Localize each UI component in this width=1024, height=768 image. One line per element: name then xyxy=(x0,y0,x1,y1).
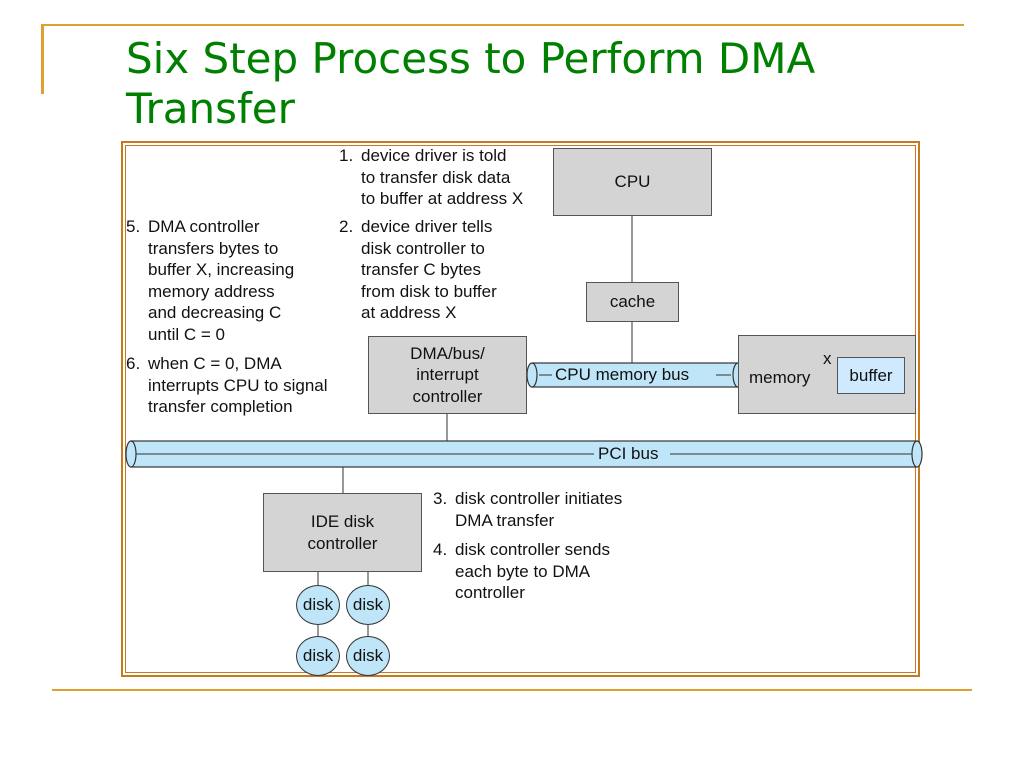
disk-icon: disk xyxy=(346,585,390,625)
ide-controller-box: IDE disk controller xyxy=(263,493,422,572)
disk-icon: disk xyxy=(296,585,340,625)
step-4-text: disk controller sends each byte to DMA c… xyxy=(455,540,610,603)
step-5-text: DMA controller transfers bytes to buffer… xyxy=(148,217,295,344)
cpu-box: CPU xyxy=(553,148,712,216)
step-2-number: 2. xyxy=(339,217,354,236)
cpu-memory-bus xyxy=(526,362,744,388)
step-6-text: when C = 0, DMA interrupts CPU to signal… xyxy=(148,354,328,417)
pci-bus-label: PCI bus xyxy=(598,444,659,463)
memory-box: memory x buffer xyxy=(738,335,916,414)
step-5-number: 5. xyxy=(126,217,141,236)
top-rule xyxy=(44,24,964,26)
buffer-box: buffer xyxy=(837,357,905,394)
pci-bus xyxy=(125,440,923,468)
step-2: 2. device driver tells disk controller t… xyxy=(339,216,497,324)
step-4-number: 4. xyxy=(433,540,448,559)
step-1-text: device driver is told to transfer disk d… xyxy=(361,146,524,209)
step-4: 4. disk controller sends each byte to DM… xyxy=(433,539,610,604)
dma-controller-box: DMA/bus/ interrupt controller xyxy=(368,336,527,414)
bottom-rule xyxy=(52,689,972,691)
step-6: 6. when C = 0, DMA interrupts CPU to sig… xyxy=(126,353,328,418)
step-1: 1. device driver is told to transfer dis… xyxy=(339,145,523,210)
step-3: 3. disk controller initiates DMA transfe… xyxy=(433,488,622,531)
step-5: 5. DMA controller transfers bytes to buf… xyxy=(126,216,294,346)
cache-box: cache xyxy=(586,282,679,322)
memory-label: memory xyxy=(749,368,811,387)
slide-title: Six Step Process to Perform DMA Transfer xyxy=(126,34,816,133)
step-3-text: disk controller initiates DMA transfer xyxy=(455,489,623,530)
step-1-number: 1. xyxy=(339,146,354,165)
step-2-text: device driver tells disk controller to t… xyxy=(361,217,497,323)
disk-icon: disk xyxy=(296,636,340,676)
buffer-address-label: x xyxy=(823,349,832,368)
step-6-number: 6. xyxy=(126,354,141,373)
cpu-memory-bus-label: CPU memory bus xyxy=(555,365,690,384)
step-3-number: 3. xyxy=(433,489,448,508)
title-accent-bar xyxy=(41,24,44,94)
disk-icon: disk xyxy=(346,636,390,676)
